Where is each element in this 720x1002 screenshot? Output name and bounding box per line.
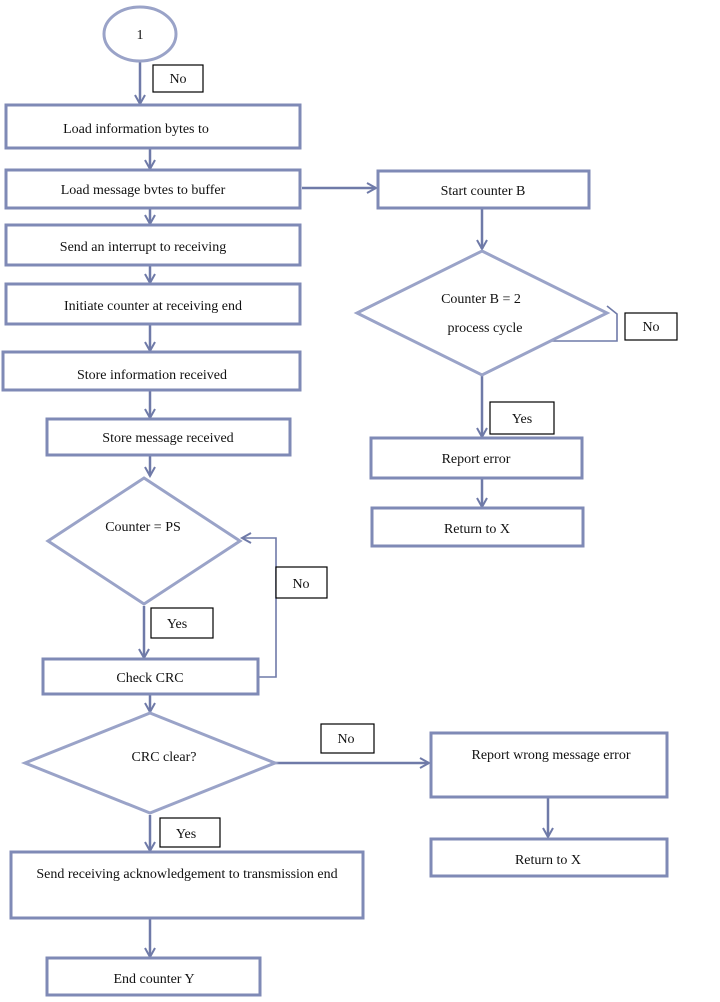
step-store-msg-text: Store message received xyxy=(102,431,233,446)
step-send-interrupt-text: Send an interrupt to receiving xyxy=(60,240,226,255)
decision-counter-b-text-2: process cycle xyxy=(447,321,522,336)
step-store-msg: Store message received xyxy=(45,417,292,457)
label-no-counter-b: No xyxy=(624,312,678,341)
step-start-counter-b-text: Start counter B xyxy=(441,184,526,199)
step-report-wrong-message: Report wrong message error xyxy=(429,731,669,799)
label-yes-crc-text: Yes xyxy=(176,827,196,842)
label-no-counter-b-text: No xyxy=(642,320,659,335)
label-yes-counter-ps: Yes xyxy=(150,607,214,639)
step-init-counter: Initiate counter at receiving end xyxy=(4,282,302,326)
step-load-info-text: Load information bytes to xyxy=(63,122,209,137)
start-node: 1 xyxy=(102,5,178,63)
step-send-ack: Send receiving acknowledgement to transm… xyxy=(9,850,365,920)
step-load-info: Load information bytes to xyxy=(4,103,302,150)
label-no-counter-ps: No xyxy=(275,566,328,599)
label-yes-counter-ps-text: Yes xyxy=(167,617,187,632)
step-load-msg-text: Load message bvtes to buffer xyxy=(61,183,226,198)
step-report-error: Report error xyxy=(369,436,584,480)
label-no-top: No xyxy=(152,64,204,93)
label-yes-counter-b-text: Yes xyxy=(512,412,532,427)
step-return-x-2-text: Return to X xyxy=(515,853,581,868)
decision-counter-b-text-1: Counter B = 2 xyxy=(441,292,521,307)
step-load-msg: Load message bvtes to buffer xyxy=(4,168,302,210)
step-check-crc-text: Check CRC xyxy=(116,671,183,686)
label-no-crc: No xyxy=(320,723,375,754)
decision-crc-clear-text: CRC clear? xyxy=(132,750,197,765)
label-yes-crc: Yes xyxy=(159,817,221,848)
step-report-wrong-message-text: Report wrong message error xyxy=(471,748,630,763)
start-label: 1 xyxy=(137,28,144,43)
step-return-x-1: Return to X xyxy=(370,506,585,548)
step-store-info: Store information received xyxy=(1,350,302,392)
step-report-error-text: Report error xyxy=(442,452,511,467)
step-start-counter-b: Start counter B xyxy=(376,169,591,210)
connectors xyxy=(140,60,618,957)
decision-counter-ps: Counter = PS xyxy=(45,476,243,606)
label-no-counter-ps-text: No xyxy=(292,577,309,592)
label-no-top-text: No xyxy=(169,72,186,87)
step-send-interrupt: Send an interrupt to receiving xyxy=(4,223,302,267)
step-init-counter-text: Initiate counter at receiving end xyxy=(64,299,242,314)
label-yes-counter-b: Yes xyxy=(489,401,555,435)
step-check-crc: Check CRC xyxy=(41,657,260,696)
step-end-counter-text: End counter Y xyxy=(113,972,194,987)
step-end-counter: End counter Y xyxy=(45,956,262,997)
step-return-x-2: Return to X xyxy=(429,837,669,878)
step-send-ack-text: Send receiving acknowledgement to transm… xyxy=(36,867,337,882)
step-store-info-text: Store information received xyxy=(77,368,227,383)
decision-crc-clear: CRC clear? xyxy=(20,711,280,815)
loop-check-crc-no-to-counter-ps xyxy=(242,538,277,678)
decision-counter-ps-text: Counter = PS xyxy=(105,520,181,535)
label-no-crc-text: No xyxy=(337,732,354,747)
loop-counter-b-no xyxy=(548,305,618,342)
decision-counter-b: Counter B = 2 process cycle xyxy=(353,249,611,377)
step-return-x-1-text: Return to X xyxy=(444,522,510,537)
